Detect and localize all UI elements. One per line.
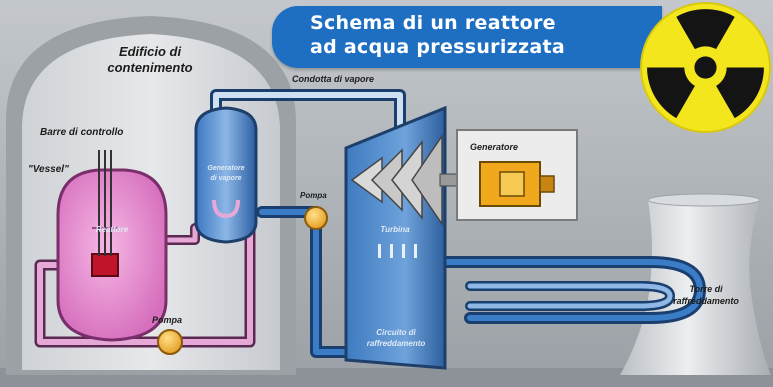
steam-generator (194, 106, 258, 244)
label-pump-primary: Pompa (152, 315, 182, 325)
pump-primary (157, 329, 183, 355)
title-banner: Schema di un reattore ad acqua pressuriz… (272, 6, 662, 68)
label-cooling-circuit-1: Circuito di (376, 328, 416, 337)
label-containment-2: contenimento (107, 60, 192, 75)
steam-generator-tubes (212, 199, 240, 219)
reactor-core (91, 253, 119, 277)
label-pump-secondary: Pompa (300, 191, 327, 200)
label-containment-1: Edificio di (119, 44, 182, 59)
label-cooling-tower-1: Torre di (689, 284, 723, 294)
label-steam-generator-2: di vapore (210, 175, 241, 182)
page-title: Schema di un reattore ad acqua pressuriz… (310, 12, 566, 58)
label-turbine: Turbina (380, 225, 410, 234)
control-rods (98, 150, 112, 256)
label-reactor: Reattore (96, 225, 129, 234)
radiation-trefoil-icon (640, 2, 771, 133)
cooling-tower-top (647, 193, 761, 207)
label-generator: Generatore (470, 142, 518, 152)
pump-secondary (304, 206, 328, 230)
label-vessel: "Vessel" (28, 164, 69, 175)
turbine-flow-arrows (378, 244, 417, 258)
label-cooling-circuit-2: raffreddamento (367, 339, 426, 348)
generator-terminal (539, 175, 555, 193)
label-steam-generator-1: Generatore (207, 165, 244, 172)
label-control-rods: Barre di controllo (40, 127, 123, 138)
label-cooling-tower-2: raffreddamento (673, 296, 739, 306)
generator-core (499, 171, 525, 197)
label-steam-line: Condotta di vapore (292, 74, 374, 84)
